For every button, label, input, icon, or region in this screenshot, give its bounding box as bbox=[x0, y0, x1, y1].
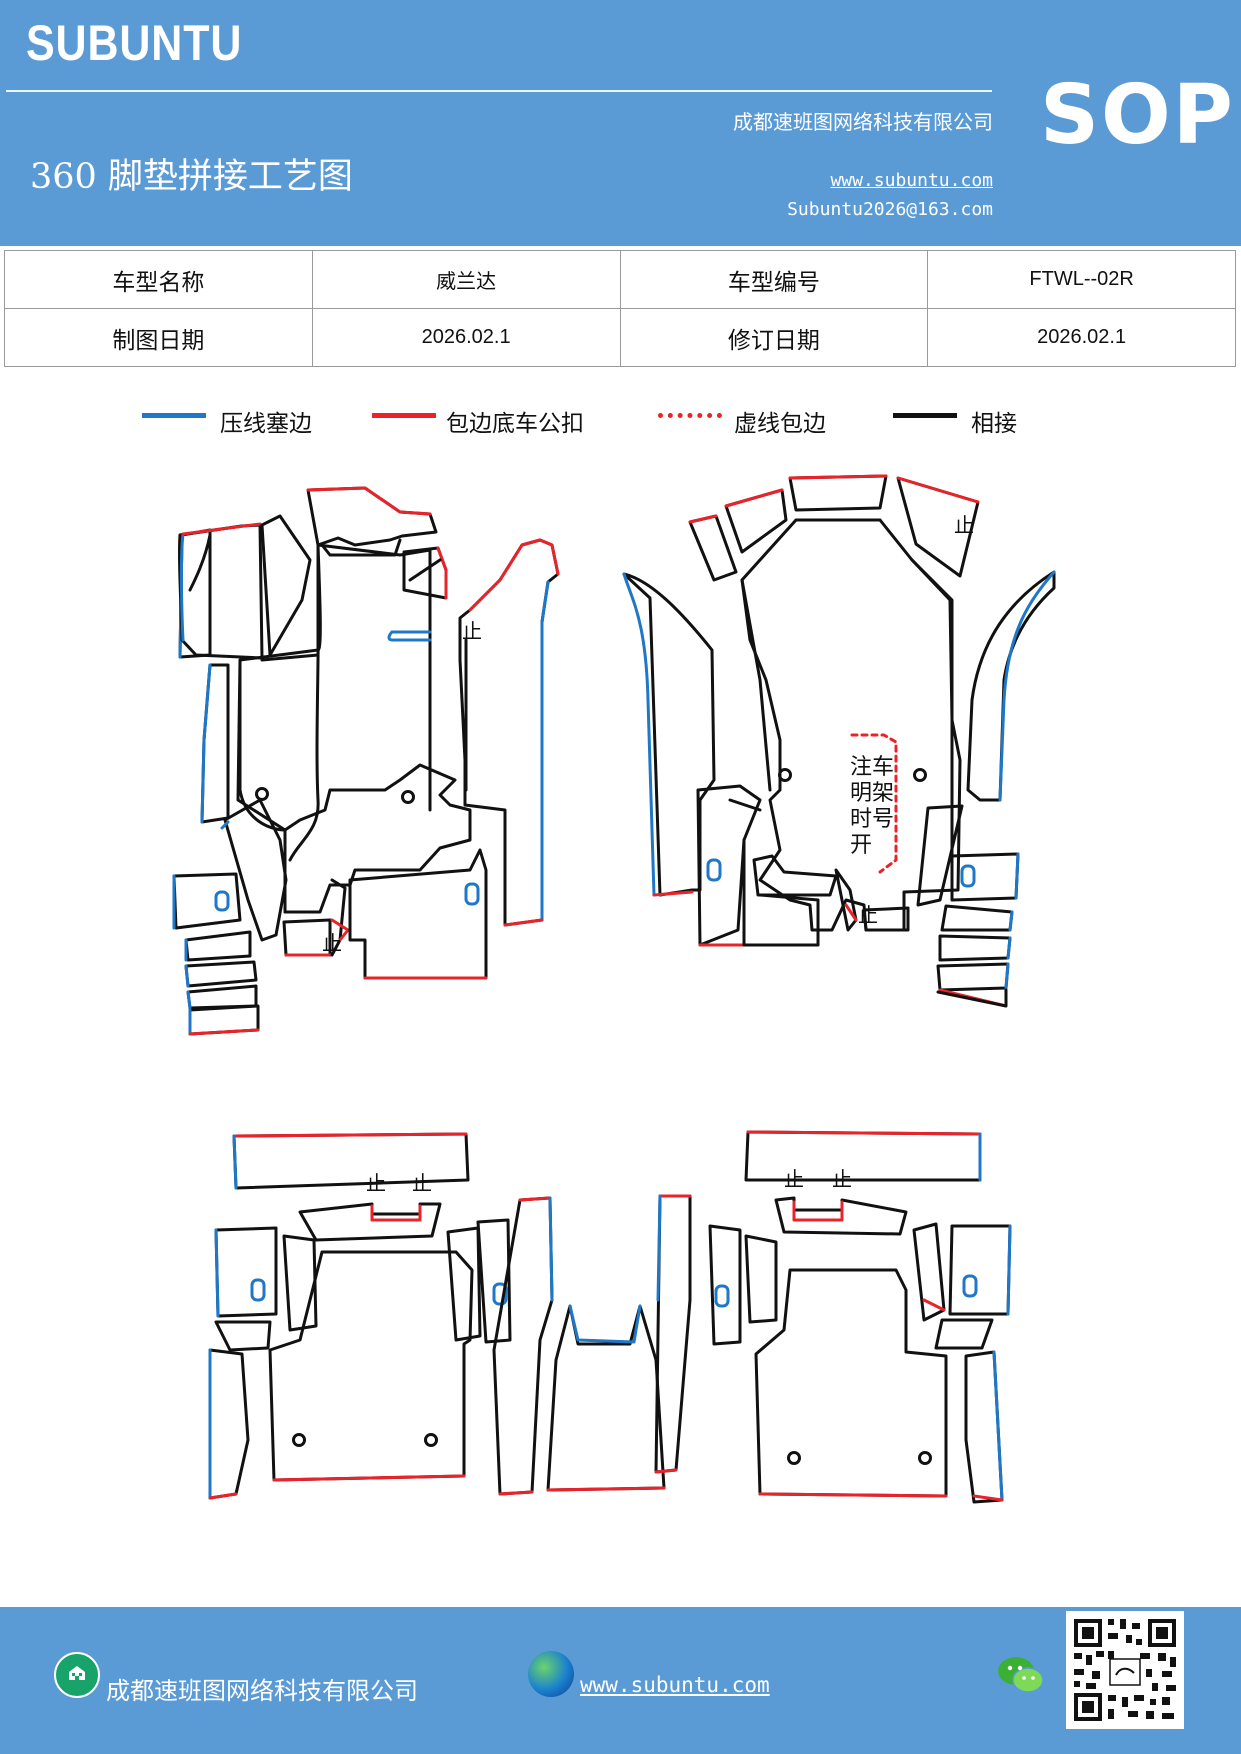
rear-center-tunnel bbox=[546, 1304, 666, 1492]
stop-mark: 止 bbox=[462, 619, 482, 643]
wechat-icon[interactable] bbox=[996, 1653, 1046, 1697]
table-row: 制图日期 2026.02.1 修订日期 2026.02.1 bbox=[4, 308, 1236, 367]
note-line: 时号 bbox=[850, 807, 894, 832]
legend: 压线塞边 包边底车公扣 虚线包边 相接 bbox=[0, 404, 1241, 440]
stop-mark: 止 bbox=[832, 1167, 852, 1191]
rear-left-mat-set bbox=[208, 1132, 554, 1500]
front-right-mat-set bbox=[622, 474, 1056, 1008]
legend-label: 压线塞边 bbox=[220, 411, 312, 437]
stop-mark: 止 bbox=[366, 1171, 386, 1195]
footer-company: 成都速班图网络科技有限公司 bbox=[106, 1677, 418, 1705]
qr-code[interactable] bbox=[1066, 1611, 1184, 1729]
stop-mark: 止 bbox=[858, 903, 878, 927]
header-banner: SUBUNTU SOP 360 脚垫拼接工艺图 成都速班图网络科技有限公司 ww… bbox=[0, 0, 1241, 246]
header-email[interactable]: Subuntu2026@163.com bbox=[787, 199, 993, 220]
stop-mark: 止 bbox=[954, 513, 974, 537]
sop-badge: SOP bbox=[1040, 68, 1235, 163]
vin-note: 注车 明架 时号 开 bbox=[850, 755, 894, 858]
stop-mark: 止 bbox=[322, 931, 342, 955]
document-title: 360 脚垫拼接工艺图 bbox=[30, 157, 353, 197]
model-name-label: 车型名称 bbox=[4, 250, 313, 309]
header-website-link[interactable]: www.subuntu.com bbox=[830, 170, 993, 191]
globe-icon bbox=[528, 1651, 574, 1697]
legend-label: 相接 bbox=[971, 411, 1017, 437]
revise-date-value: 2026.02.1 bbox=[927, 308, 1236, 367]
stop-mark: 止 bbox=[784, 1167, 804, 1191]
table-row: 车型名称 威兰达 车型编号 FTWL--02R bbox=[4, 250, 1236, 309]
note-line: 注车 bbox=[850, 755, 894, 780]
stop-marks: 止 止 止 止 止 止 止 止 bbox=[322, 513, 974, 1195]
header-divider bbox=[6, 90, 992, 92]
legend-swatch bbox=[142, 413, 206, 418]
footer-banner: 成都速班图网络科技有限公司 www.subuntu.com bbox=[0, 1607, 1241, 1754]
footer-website-link[interactable]: www.subuntu.com bbox=[580, 1673, 770, 1697]
model-code-label: 车型编号 bbox=[619, 250, 929, 309]
legend-label: 包边底车公扣 bbox=[446, 411, 584, 437]
stop-mark: 止 bbox=[412, 1171, 432, 1195]
legend-label: 虚线包边 bbox=[734, 411, 826, 437]
front-left-mat-set bbox=[172, 486, 560, 1036]
model-name-value: 威兰达 bbox=[311, 250, 621, 309]
note-line: 明架 bbox=[850, 781, 894, 806]
info-table: 车型名称 威兰达 车型编号 FTWL--02R 制图日期 2026.02.1 修… bbox=[4, 250, 1236, 367]
rear-right-mat-set bbox=[654, 1130, 1012, 1504]
legend-swatch bbox=[658, 413, 722, 418]
revise-date-label: 修订日期 bbox=[619, 308, 929, 367]
legend-swatch bbox=[372, 413, 436, 418]
draw-date-value: 2026.02.1 bbox=[311, 308, 621, 367]
brand-logo: SUBUNTU bbox=[26, 15, 243, 71]
draw-date-label: 制图日期 bbox=[4, 308, 313, 367]
note-line: 开 bbox=[850, 833, 872, 858]
model-code-value: FTWL--02R bbox=[927, 250, 1236, 309]
header-company: 成都速班图网络科技有限公司 bbox=[733, 110, 993, 134]
building-icon bbox=[54, 1652, 100, 1698]
legend-swatch bbox=[893, 413, 957, 418]
